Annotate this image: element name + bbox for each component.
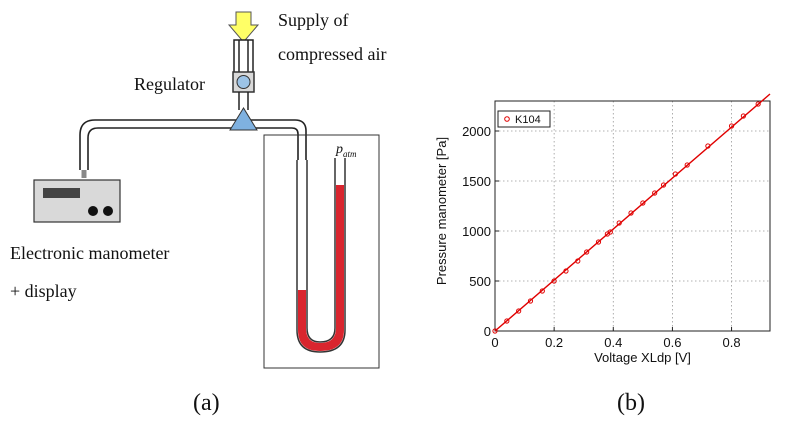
data-point xyxy=(728,123,735,129)
data-point xyxy=(595,239,602,245)
supply-label-line2: compressed air xyxy=(278,44,386,64)
data-point xyxy=(492,328,498,334)
data-point xyxy=(652,190,658,196)
grid xyxy=(495,101,770,331)
y-tick-label: 500 xyxy=(469,274,491,289)
legend-label-k104: K104 xyxy=(515,114,541,126)
regulator-lower-pipe xyxy=(238,92,249,110)
data-point xyxy=(705,143,711,149)
x-tick-label: 0.4 xyxy=(604,335,622,350)
legend: K104 xyxy=(497,110,551,128)
caption-a: (a) xyxy=(193,390,220,416)
data-point xyxy=(628,210,634,216)
data-point xyxy=(740,113,746,119)
caption-b: (b) xyxy=(617,390,645,416)
data-point xyxy=(575,258,581,264)
y-tick-label: 1000 xyxy=(462,224,491,239)
data-point xyxy=(551,278,557,284)
legend-box xyxy=(497,110,551,128)
data-point xyxy=(616,220,622,226)
data-point xyxy=(755,101,761,107)
diagram-panel: Supply of compressed air Regulator Elect… xyxy=(10,10,386,416)
electronic-manometer-icon xyxy=(33,179,121,223)
regulator-label: Regulator xyxy=(134,74,205,94)
tick-labels: 0 0.2 0.4 0.6 0.8 0 500 1000 1500 2000 xyxy=(462,124,741,350)
x-tick-label: 0.6 xyxy=(663,335,681,350)
series xyxy=(492,93,771,334)
data-point xyxy=(539,288,545,294)
data-point xyxy=(584,249,590,255)
electronic-manometer-label-line1: Electronic manometer xyxy=(10,243,169,263)
x-axis-label: Voltage XLdp [V] xyxy=(594,350,691,365)
data-point xyxy=(660,182,667,188)
legend-marker xyxy=(504,116,510,122)
manometer-frame xyxy=(263,134,380,369)
manometer-fluid xyxy=(298,185,344,351)
pressure-voltage-chart: 0 0.2 0.4 0.6 0.8 0 500 1000 1500 2000 Voltage XL… xyxy=(434,93,771,416)
data-point xyxy=(607,229,613,235)
fit-line xyxy=(494,93,771,332)
data-point xyxy=(504,318,510,324)
regulator-icon xyxy=(232,71,255,93)
data-point xyxy=(640,200,646,206)
air-pipe xyxy=(79,119,307,178)
y-tick-label: 1500 xyxy=(462,174,491,189)
supply-pipe xyxy=(233,39,254,77)
x-tick-label: 0 xyxy=(491,335,498,350)
y-tick-label: 2000 xyxy=(462,124,491,139)
chart-panel: 0 0.2 0.4 0.6 0.8 0 500 1000 1500 2000 Voltage XL… xyxy=(420,0,789,416)
data-point xyxy=(684,162,690,168)
y-axis-label: Pressure manometer [Pa] xyxy=(434,137,449,285)
data-point xyxy=(563,268,569,274)
supply-arrow-icon xyxy=(227,11,260,43)
supply-label-line1: Supply of xyxy=(278,10,349,30)
data-point xyxy=(672,171,678,177)
patm-label: patm xyxy=(335,142,357,159)
data-point xyxy=(516,308,522,314)
plot-frame xyxy=(494,100,771,332)
u-tube xyxy=(296,158,346,353)
x-tick-label: 0.8 xyxy=(723,335,741,350)
y-tick-label: 0 xyxy=(484,324,491,339)
manometer-diagram: Supply of compressed air Regulator Elect… xyxy=(10,10,386,416)
electronic-manometer-label-line2: + display xyxy=(10,281,77,301)
x-tick-label: 0.2 xyxy=(545,335,563,350)
valve-triangle-icon xyxy=(229,107,258,131)
data-point xyxy=(527,298,534,304)
axes xyxy=(494,100,771,332)
